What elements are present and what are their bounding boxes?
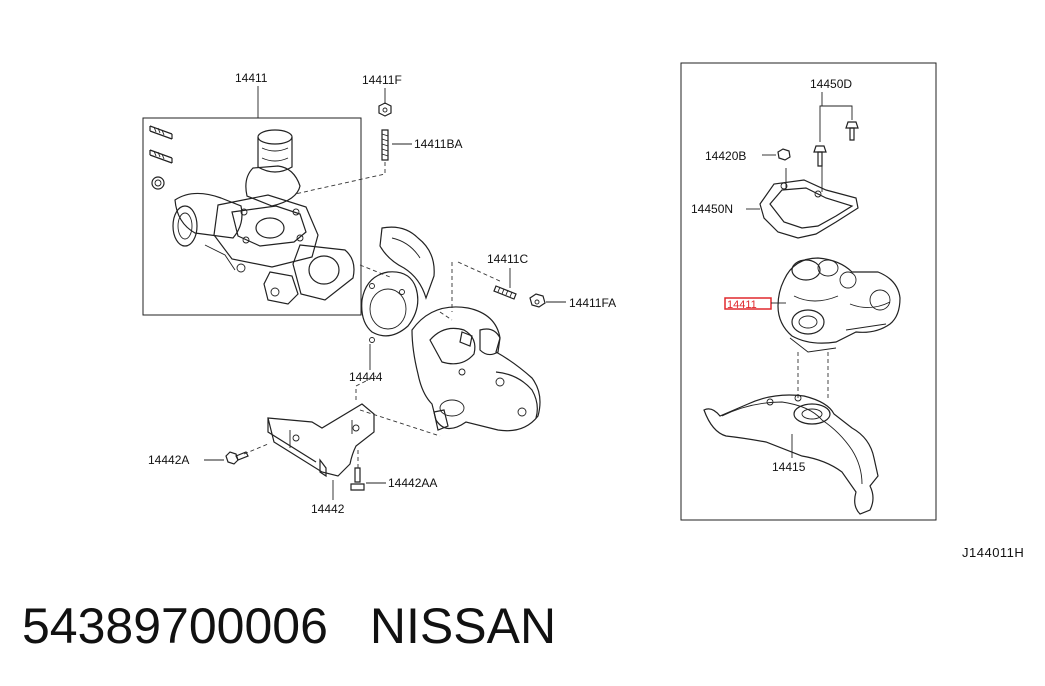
label-insulator-upper: 14450N xyxy=(691,202,733,216)
bracket-icon xyxy=(267,403,375,478)
flange-nut-icon xyxy=(529,293,546,308)
insulator-detail-frame xyxy=(680,62,937,521)
stud-right-icon xyxy=(493,285,517,300)
label-insulator-bolts: 14450D xyxy=(810,77,852,91)
bolt-left-icon xyxy=(225,451,249,465)
heat-shield-icon xyxy=(379,226,435,300)
turbo-detail-frame xyxy=(142,117,362,316)
label-nut-top: 14411F xyxy=(362,73,402,87)
nut-icon xyxy=(151,176,165,190)
turbocharger-icon xyxy=(172,129,355,305)
turbo-assembly-icon xyxy=(777,257,901,353)
stud-icon xyxy=(381,129,389,161)
label-nut-insulator: 14420B xyxy=(705,149,746,163)
label-gasket: 14444 xyxy=(349,370,383,384)
upper-insulator-icon xyxy=(759,166,859,239)
label-turbo: 14411 xyxy=(235,71,268,85)
exhaust-housing-icon xyxy=(411,306,541,432)
label-insulator-lower: 14415 xyxy=(772,460,806,474)
brand-name: NISSAN xyxy=(369,598,557,654)
label-stud-right: 14411C xyxy=(487,252,528,266)
stud-pair-icon xyxy=(149,125,173,164)
insulator-bolts-icon xyxy=(813,121,859,167)
part-number: 54389700006 xyxy=(22,598,328,654)
highlight-box xyxy=(724,297,772,310)
hex-nut-icon xyxy=(378,102,392,117)
label-bolt-bottom: 14442AA xyxy=(388,476,437,490)
label-stud-top: 14411BA xyxy=(414,137,463,151)
label-bracket: 14442 xyxy=(311,502,345,516)
label-highlight-part: 14411 xyxy=(727,299,757,311)
gasket-icon xyxy=(361,271,419,343)
label-bolt-left: 14442A xyxy=(148,453,189,467)
diagram-reference: J144011H xyxy=(962,545,1024,560)
label-nut-right: 14411FA xyxy=(569,296,616,310)
part-caption: 54389700006 NISSAN xyxy=(22,596,556,656)
lower-insulator-icon xyxy=(703,394,879,515)
bolt-bottom-icon xyxy=(350,467,365,491)
insulator-nut-icon xyxy=(777,148,791,161)
